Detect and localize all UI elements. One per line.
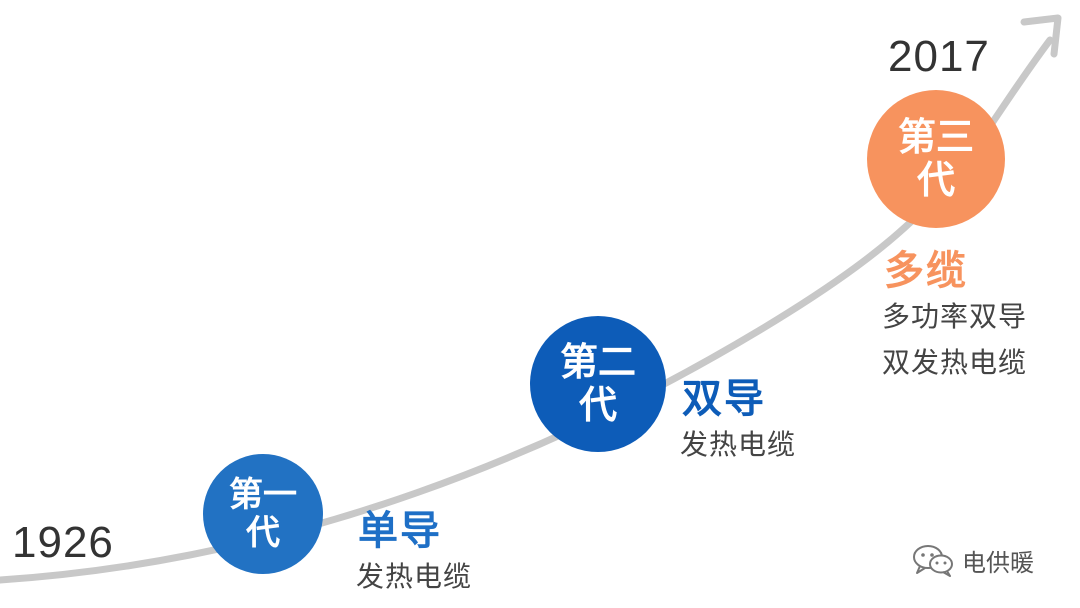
end-year: 2017 bbox=[888, 32, 990, 81]
wechat-icon bbox=[913, 545, 953, 577]
generation-3-circle-line1: 第三 bbox=[897, 115, 974, 160]
generation-3-desc-line-2: 双发热电缆 bbox=[882, 346, 1028, 379]
start-year: 1926 bbox=[12, 518, 114, 567]
watermark: 电供暖 bbox=[912, 540, 1034, 580]
arrow-head-icon bbox=[1020, 14, 1062, 58]
generation-2-desc-line: 发热电缆 bbox=[680, 428, 797, 461]
generation-2-circle: 第二 代 bbox=[530, 316, 666, 452]
generation-2-circle-line2: 代 bbox=[578, 383, 617, 427]
generation-3-circle: 第三 代 bbox=[867, 90, 1005, 228]
generation-1-title: 单导 bbox=[358, 508, 442, 554]
generation-2-title: 双导 bbox=[682, 376, 766, 422]
generation-3-desc-line-1: 多功率双导 bbox=[882, 300, 1028, 333]
generation-1-desc: 发热电缆 bbox=[356, 554, 472, 600]
generation-3-desc: 多功率双导 双发热电缆 bbox=[882, 294, 1027, 386]
generation-2-desc: 发热电缆 bbox=[680, 422, 796, 468]
generation-1-circle-line1: 第一 bbox=[229, 474, 297, 515]
watermark-text: 电供暖 bbox=[962, 548, 1034, 577]
generation-1-desc-line: 发热电缆 bbox=[356, 560, 473, 593]
generation-1-circle: 第一 代 bbox=[203, 454, 323, 574]
generation-1-circle-line2: 代 bbox=[246, 513, 280, 553]
generation-3-title: 多缆 bbox=[884, 248, 968, 294]
generation-3-circle-line2: 代 bbox=[916, 158, 955, 202]
generation-2-circle-line1: 第二 bbox=[559, 340, 636, 385]
